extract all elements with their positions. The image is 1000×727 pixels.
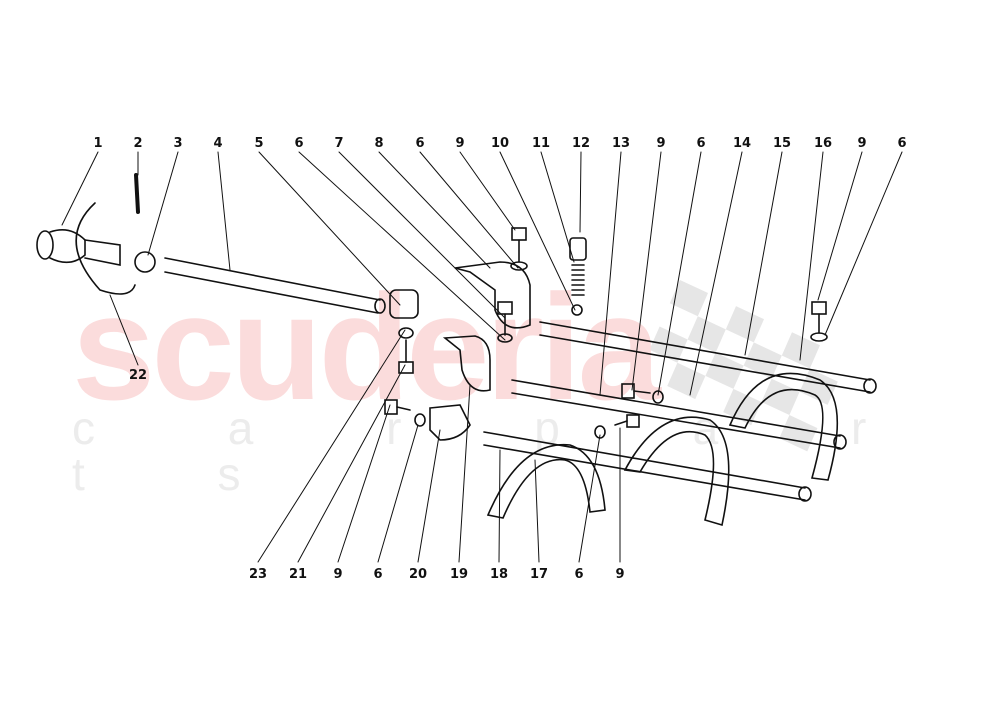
callout-4: 4 [213, 136, 223, 151]
callout-6: 6 [373, 567, 383, 582]
callout-7: 7 [334, 136, 344, 151]
callout-22: 22 [128, 368, 148, 383]
callout-6: 6 [696, 136, 706, 151]
callout-3: 3 [173, 136, 183, 151]
callout-8: 8 [374, 136, 384, 151]
callout-9: 9 [455, 136, 465, 151]
part-7-arm [454, 261, 531, 329]
watermark-tagline: c a r p a r t s [72, 402, 927, 500]
callout-14: 14 [732, 136, 752, 151]
callout-9: 9 [615, 567, 625, 582]
callout-6: 6 [415, 136, 425, 151]
callout-16: 16 [813, 136, 833, 151]
callout-6: 6 [574, 567, 584, 582]
callout-23: 23 [248, 567, 268, 582]
callout-15: 15 [772, 136, 792, 151]
callout-21: 21 [288, 567, 308, 582]
callout-9: 9 [333, 567, 343, 582]
callout-17: 17 [529, 567, 549, 582]
callout-5: 5 [254, 136, 264, 151]
callout-12: 12 [571, 136, 591, 151]
callout-13: 13 [611, 136, 631, 151]
part-19-arm [442, 335, 491, 392]
callout-11: 11 [531, 136, 551, 151]
part-4-shaft [164, 257, 386, 314]
leader-lines [61, 151, 903, 563]
selector-shafts [483, 321, 877, 502]
part-1-boot [36, 202, 156, 295]
callout-2: 2 [133, 136, 143, 151]
callout-10: 10 [490, 136, 510, 151]
bolts [384, 227, 828, 439]
part-2-pin [134, 173, 140, 214]
spring-plunger [569, 237, 587, 316]
callout-19: 19 [449, 567, 469, 582]
callout-1: 1 [93, 136, 103, 151]
callout-9: 9 [857, 136, 867, 151]
callout-6: 6 [897, 136, 907, 151]
callout-9: 9 [656, 136, 666, 151]
callout-20: 20 [408, 567, 428, 582]
callout-18: 18 [489, 567, 509, 582]
part-5-collar [389, 289, 419, 319]
selector-forks [429, 372, 839, 527]
callout-6: 6 [294, 136, 304, 151]
